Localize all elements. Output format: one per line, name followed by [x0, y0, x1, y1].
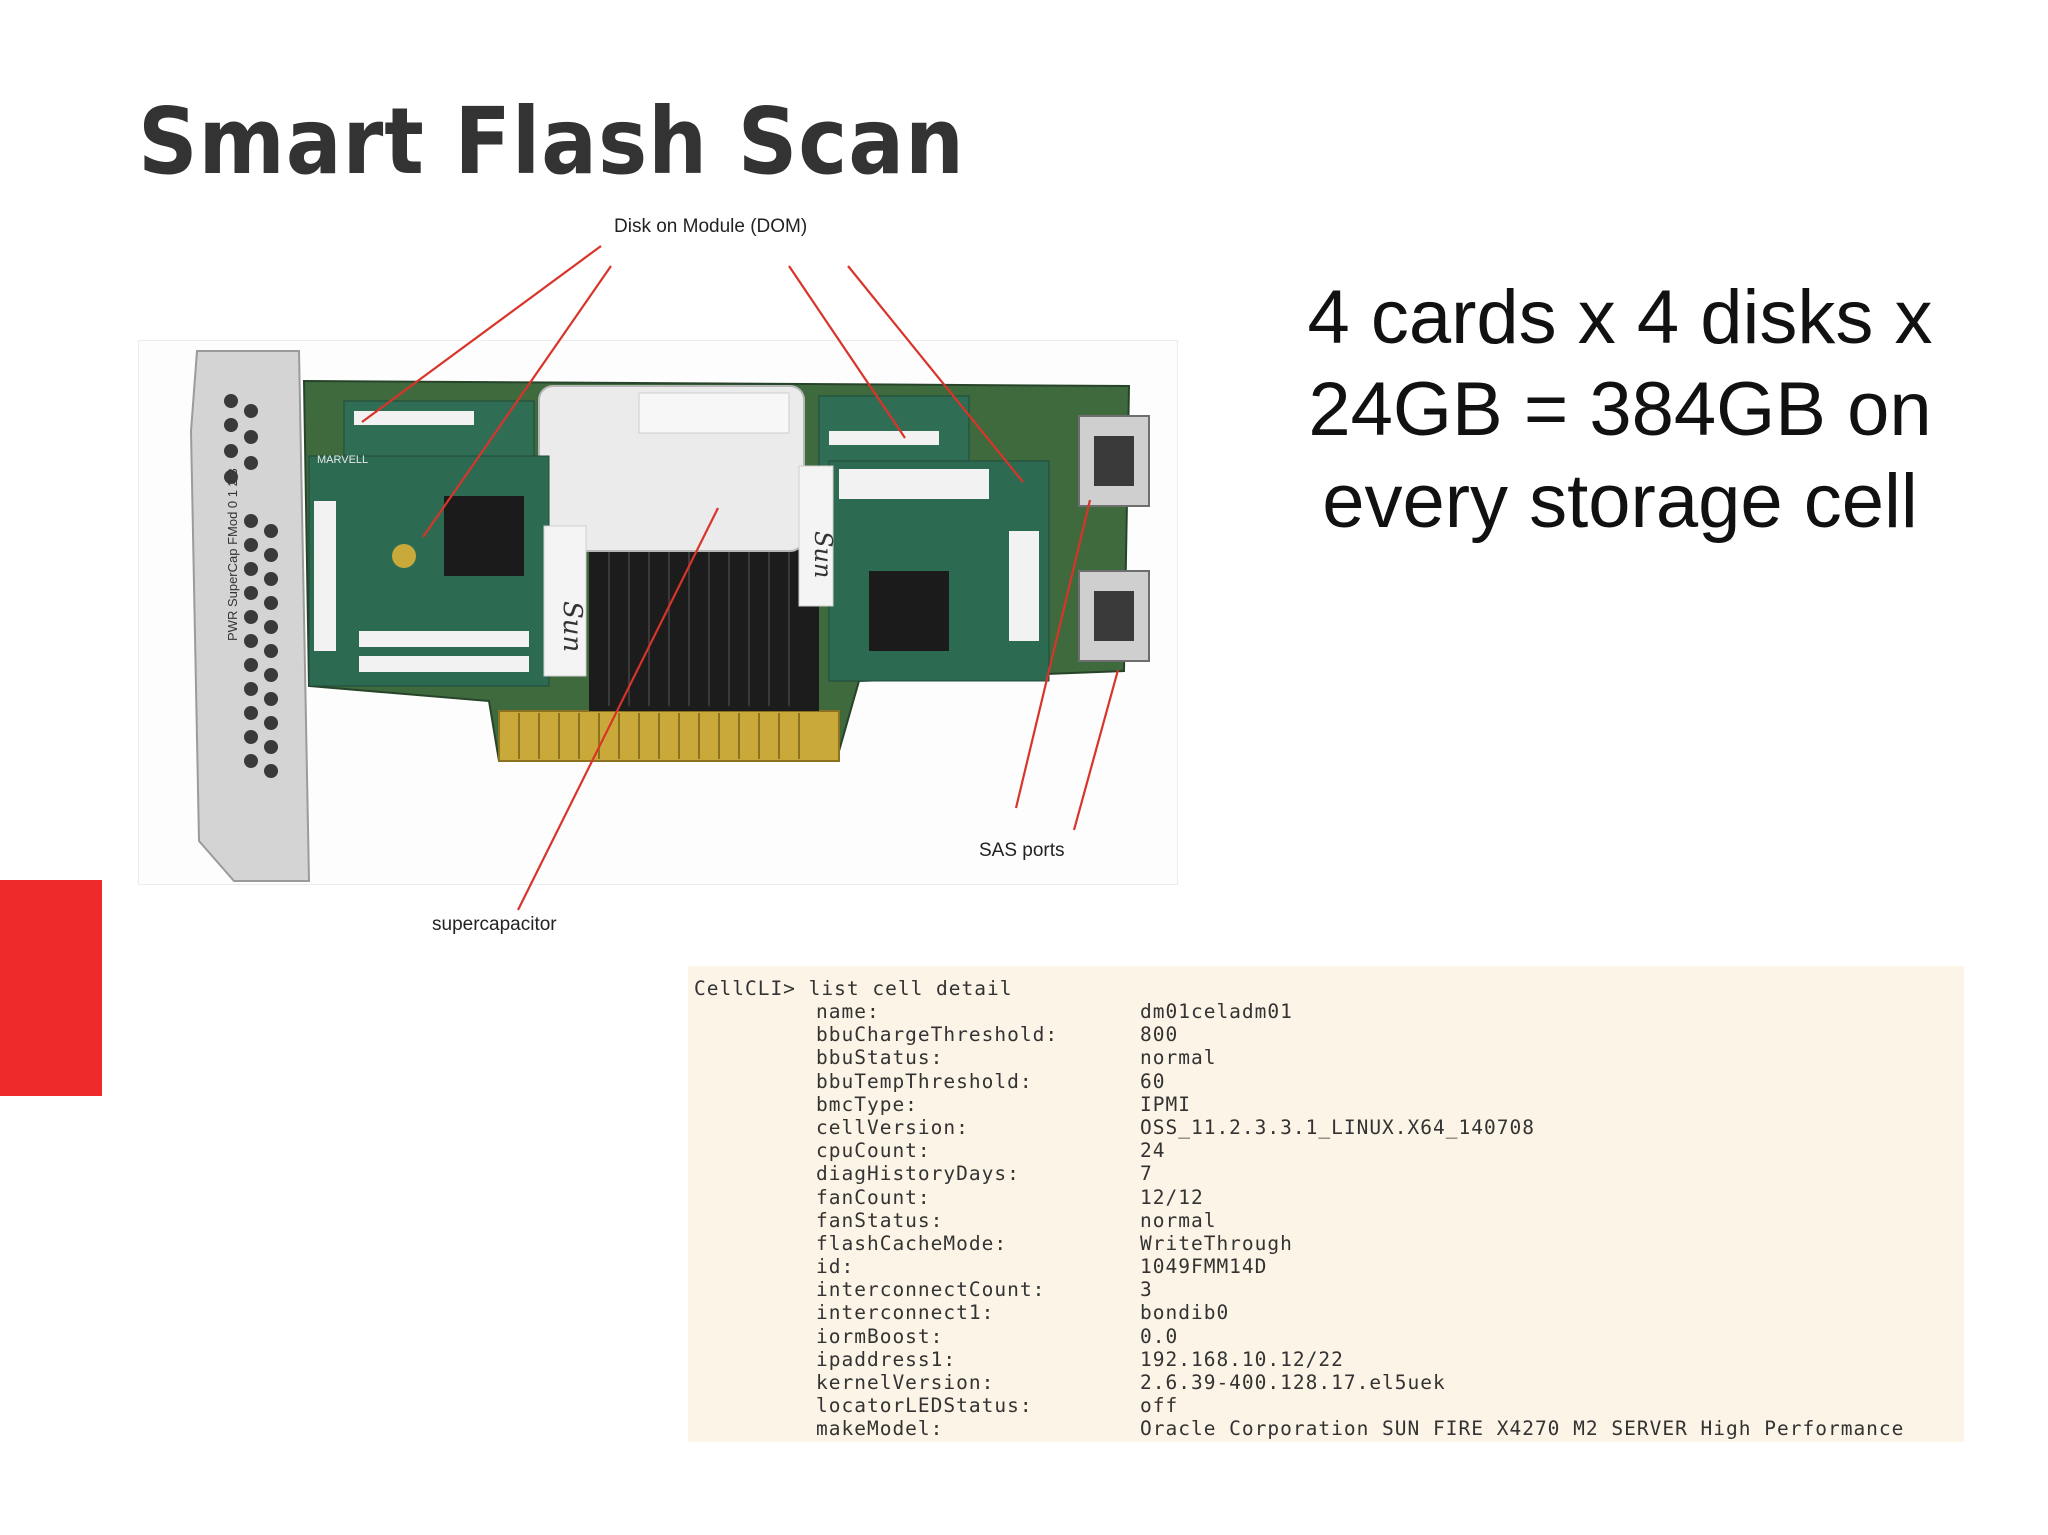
summary-line-1: 4 cards x 4 disks x	[1307, 275, 1933, 360]
cli-row: cpuCount: 24	[688, 1139, 1964, 1162]
cli-row: id: 1049FMM14D	[688, 1255, 1964, 1278]
cli-value: IPMI	[1140, 1092, 1191, 1116]
cli-row: bmcType: IPMI	[688, 1093, 1964, 1116]
cli-row: iormBoost: 0.0	[688, 1325, 1964, 1348]
dom-module-left-upper	[343, 400, 535, 457]
cli-value: 7	[1140, 1162, 1153, 1186]
summary-text: 4 cards x 4 disks x 24GB = 384GB on ever…	[1240, 272, 2000, 548]
bracket-label: PWR SuperCap FMod 0 1 2 3	[225, 468, 240, 641]
cli-key: interconnectCount:	[816, 1278, 1046, 1302]
marvell-label: MARVELL	[317, 454, 368, 466]
summary-line-2: 24GB = 384GB on	[1308, 367, 1932, 452]
cli-value: 24	[1140, 1139, 1166, 1163]
cli-key: cellVersion:	[816, 1115, 969, 1139]
dom-module-left-lower: MARVELL	[308, 454, 550, 687]
cli-key: bmcType:	[816, 1092, 918, 1116]
cli-row: fanStatus: normal	[688, 1209, 1964, 1232]
cli-row: kernelVersion: 2.6.39-400.128.17.el5uek	[688, 1371, 1964, 1394]
sun-label-right: Sun	[798, 465, 837, 607]
heatsink	[589, 541, 819, 711]
cli-prompt: CellCLI> list cell detail	[694, 977, 1013, 1000]
dom-module-right-upper	[818, 395, 970, 467]
cli-row: locatorLEDStatus: off	[688, 1394, 1964, 1417]
cli-value: Oracle Corporation SUN FIRE X4270 M2 SER…	[1140, 1417, 1905, 1441]
cli-row: diagHistoryDays: 7	[688, 1162, 1964, 1185]
sas-port-upper	[1078, 415, 1150, 507]
cli-key: locatorLEDStatus:	[816, 1394, 1033, 1418]
cli-row: ipaddress1: 192.168.10.12/22	[688, 1348, 1964, 1371]
cli-value: 1049FMM14D	[1140, 1255, 1268, 1279]
cellcli-output: CellCLI> list cell detail name: dm01celad…	[688, 966, 1964, 1442]
cli-value: OSS_11.2.3.3.1_LINUX.X64_140708	[1140, 1115, 1535, 1139]
cli-value: 12/12	[1140, 1185, 1204, 1209]
cli-key: interconnect1:	[816, 1301, 995, 1325]
cli-key: bbuStatus:	[816, 1046, 944, 1070]
dom-module-right-lower	[828, 460, 1050, 682]
cli-key: bbuTempThreshold:	[816, 1069, 1033, 1093]
bracket-vents	[224, 394, 278, 778]
sun-logo-left: Sun	[557, 601, 587, 652]
cli-value: dm01celadm01	[1140, 1000, 1293, 1023]
cli-row: bbuChargeThreshold: 800	[688, 1023, 1964, 1046]
cli-key: diagHistoryDays:	[816, 1162, 1020, 1186]
cli-value: 60	[1140, 1069, 1166, 1093]
cli-key: fanCount:	[816, 1185, 931, 1209]
cli-row: name: dm01celadm01	[688, 1000, 1964, 1023]
cli-key: fanStatus:	[816, 1208, 944, 1232]
cli-row: flashCacheMode: WriteThrough	[688, 1232, 1964, 1255]
cli-row: fanCount: 12/12	[688, 1186, 1964, 1209]
callout-sas-ports: SAS ports	[979, 840, 1065, 861]
cli-value: 192.168.10.12/22	[1140, 1347, 1344, 1371]
cli-value: normal	[1140, 1208, 1217, 1232]
cli-key: ipaddress1:	[816, 1347, 957, 1371]
cli-value: 3	[1140, 1278, 1153, 1302]
cli-key: cpuCount:	[816, 1139, 931, 1163]
cli-row: interconnect1: bondib0	[688, 1301, 1964, 1324]
flash-card-photo: PWR SuperCap FMod 0 1 2 3	[138, 340, 1178, 885]
summary-line-3: every storage cell	[1322, 459, 1918, 544]
accent-bar	[0, 880, 102, 1096]
cli-key: name:	[816, 1000, 880, 1023]
sun-logo-right: Sun	[809, 531, 837, 578]
flash-card-illustration: PWR SuperCap FMod 0 1 2 3	[189, 350, 1150, 882]
cli-row: bbuTempThreshold: 60	[688, 1070, 1964, 1093]
cli-value: 800	[1140, 1023, 1179, 1047]
callout-supercapacitor: supercapacitor	[432, 914, 557, 935]
cli-value: off	[1140, 1394, 1179, 1418]
cli-key: kernelVersion:	[816, 1371, 995, 1394]
cli-value: 2.6.39-400.128.17.el5uek	[1140, 1371, 1446, 1394]
callout-dom: Disk on Module (DOM)	[614, 216, 808, 237]
cli-key: makeModel:	[816, 1417, 944, 1441]
cli-row: interconnectCount: 3	[688, 1278, 1964, 1301]
cli-value: normal	[1140, 1046, 1217, 1070]
cli-key: bbuChargeThreshold:	[816, 1023, 1059, 1047]
sas-port-lower	[1078, 570, 1150, 662]
cli-value: bondib0	[1140, 1301, 1230, 1325]
cli-row: makeModel: Oracle Corporation SUN FIRE X4…	[688, 1417, 1964, 1440]
cli-key: id:	[816, 1255, 855, 1279]
cli-row: bbuStatus: normal	[688, 1046, 1964, 1069]
pcie-edge-connector	[498, 710, 840, 762]
sun-label-left: Sun	[543, 525, 587, 677]
cli-value: 0.0	[1140, 1324, 1179, 1348]
cli-key: iormBoost:	[816, 1324, 944, 1348]
cli-key: flashCacheMode:	[816, 1231, 1008, 1255]
slide-title: Smart Flash Scan	[138, 88, 965, 195]
cli-value: WriteThrough	[1140, 1231, 1293, 1255]
cli-row: cellVersion: OSS_11.2.3.3.1_LINUX.X64_140…	[688, 1116, 1964, 1139]
